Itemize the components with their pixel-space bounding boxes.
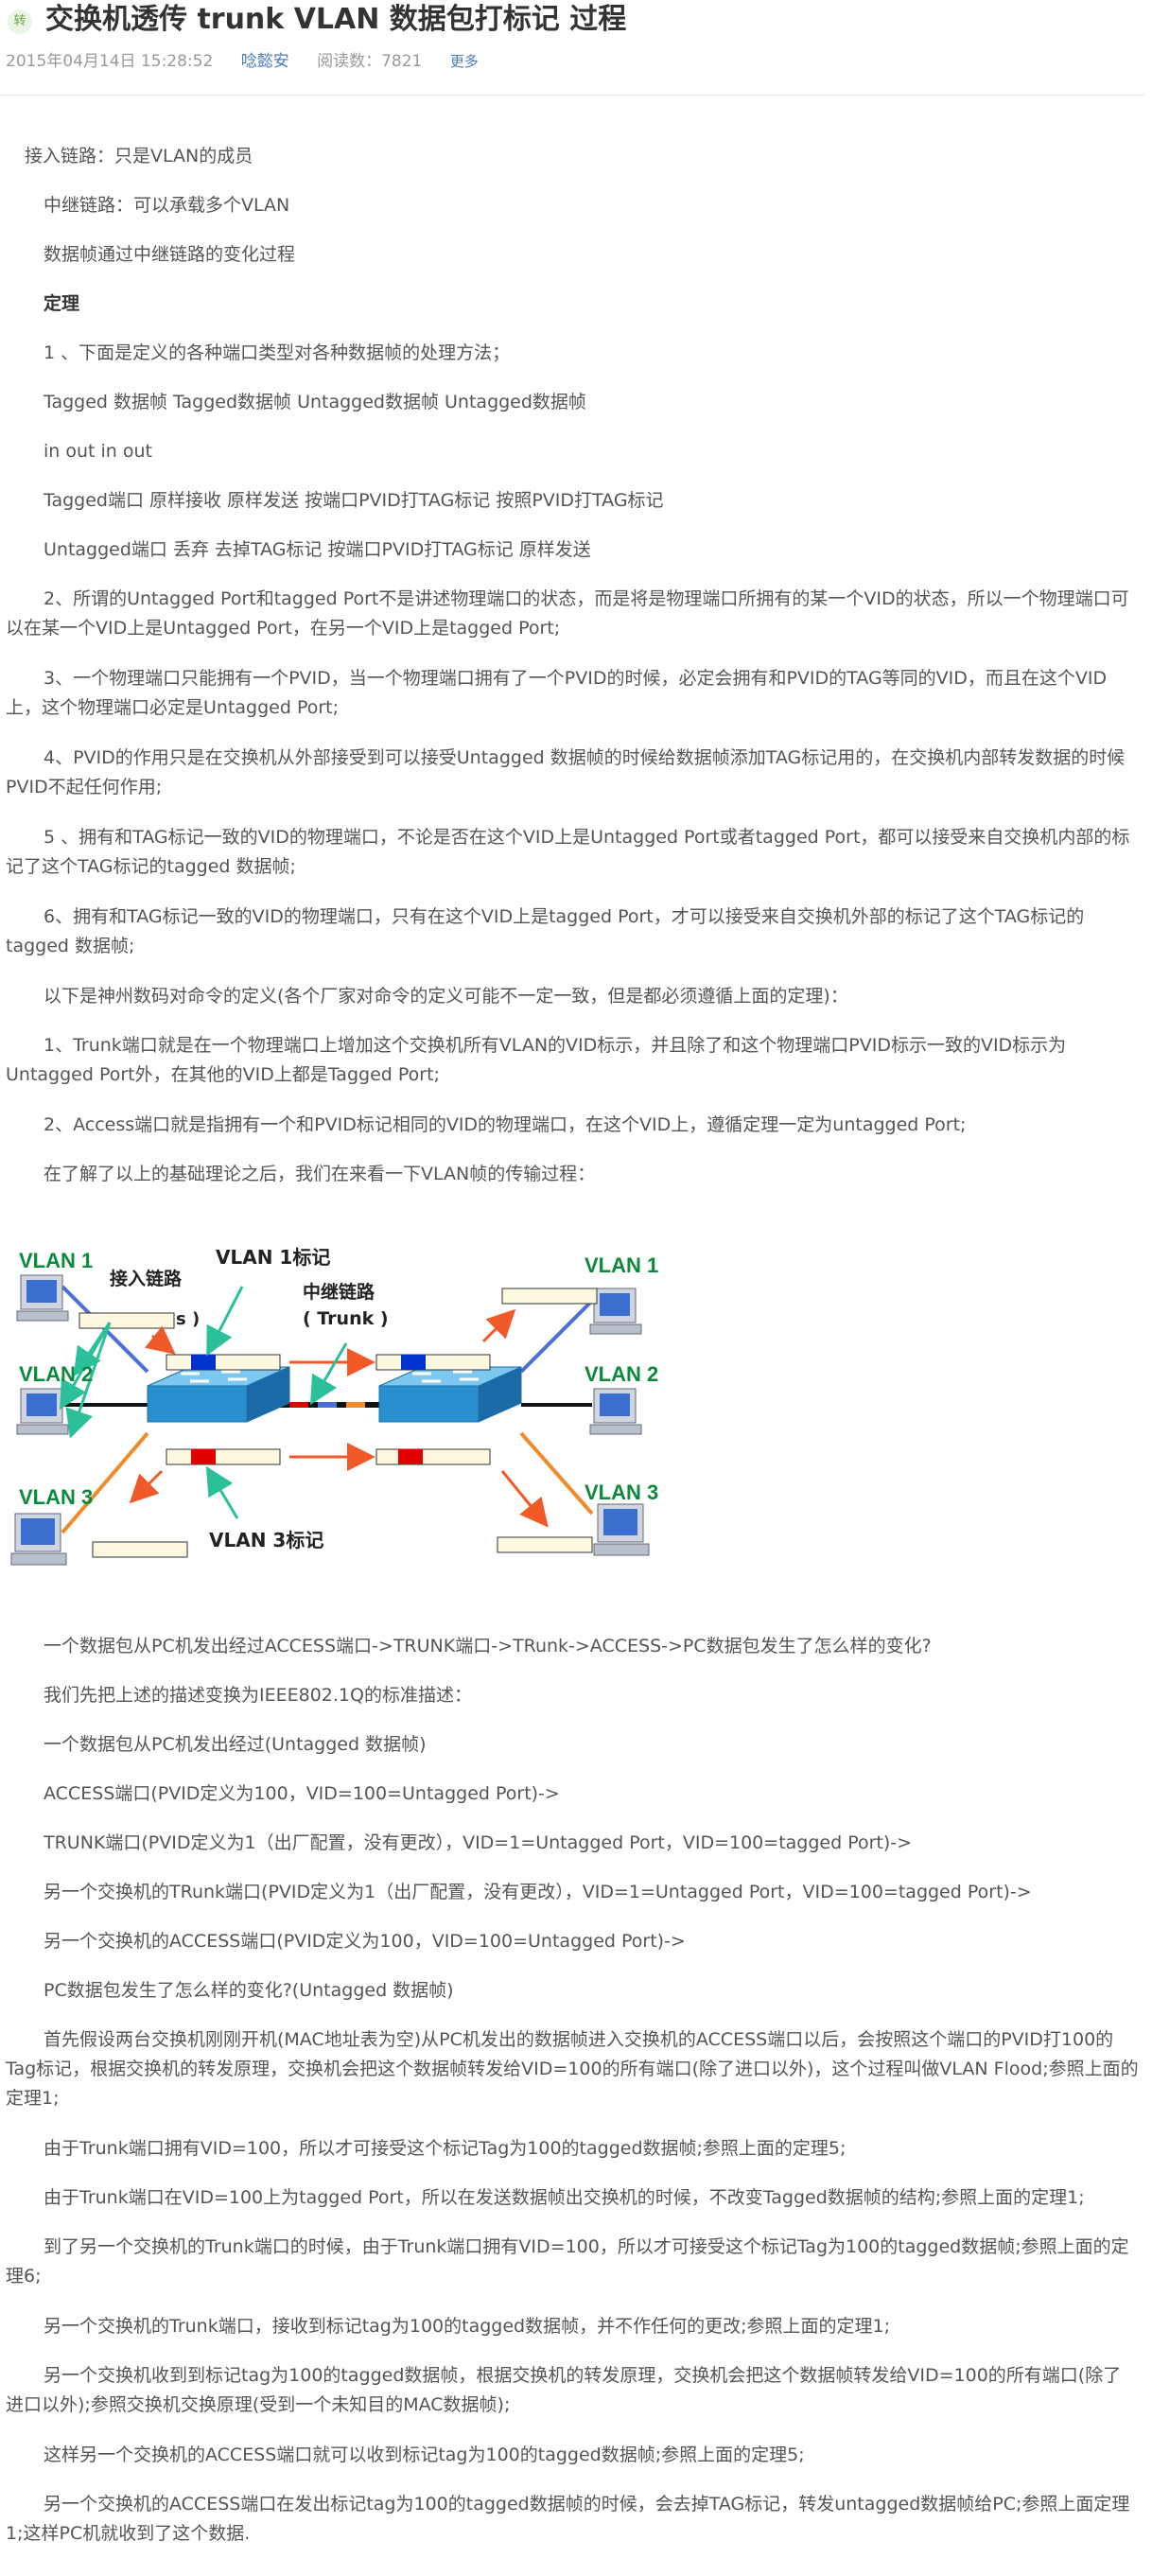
- link-vlan3-left: [61, 1431, 149, 1534]
- switch-right: [378, 1366, 522, 1423]
- paragraph: 3、一个物理端口只能拥有一个PVID，当一个物理端口拥有了一个PVID的时候，必…: [6, 668, 1108, 718]
- label-trunk-link: 中继链路: [303, 1281, 375, 1303]
- vlan-trunk-diagram: VLAN 1 VLAN 2 VLAN 3 VLAN 1 VLAN 2 VLAN …: [10, 1246, 658, 1566]
- paragraph: 中继链路：可以承载多个VLAN: [44, 195, 290, 216]
- label-vlan1-tag: VLAN 1标记: [216, 1246, 330, 1269]
- paragraph: 2、所谓的Untagged Port和tagged Port不是讲述物理端口的状…: [6, 588, 1129, 639]
- pc-vlan1-left-icon: [16, 1274, 69, 1322]
- more-link[interactable]: 更多: [449, 53, 479, 70]
- author-link[interactable]: 唸懿安: [240, 52, 289, 71]
- header-divider: [0, 95, 1144, 96]
- paragraph: Tagged 数据帧 Tagged数据帧 Untagged数据帧 Untagge…: [44, 392, 586, 412]
- label-vlan3-right: VLAN 3: [585, 1481, 658, 1504]
- paragraph: 另一个交换机的Trunk端口，接收到标记tag为100的tagged数据帧，并不…: [44, 2316, 890, 2337]
- paragraph: 这样另一个交换机的ACCESS端口就可以收到标记tag为100的tagged数据…: [44, 2445, 805, 2465]
- paragraph: 另一个交换机的ACCESS端口在发出标记tag为100的tagged数据帧的时候…: [6, 2494, 1130, 2544]
- label-access-link-tail: s ): [176, 1309, 200, 1329]
- paragraph: 2、Access端口就是指拥有一个和PVID标记相同的VID的物理端口，在这个V…: [44, 1114, 967, 1135]
- paragraph: 6、拥有和TAG标记一致的VID的物理端口，只有在这个VID上是tagged P…: [6, 906, 1085, 956]
- paragraph: 1、Trunk端口就是在一个物理端口上增加这个交换机所有VLAN的VID标示，并…: [6, 1035, 1067, 1085]
- pc-vlan2-left-icon: [16, 1388, 69, 1435]
- paragraph: in out in out: [44, 441, 152, 462]
- article-title: 交换机透传 trunk VLAN 数据包打标记 过程: [45, 3, 627, 36]
- paragraph: 接入链路：只是VLAN的成员: [25, 146, 253, 166]
- link-vlan1-right: [519, 1299, 594, 1374]
- read-count: 阅读数：7821: [317, 52, 423, 71]
- paragraph: TRUNK端口(PVID定义为1（出厂配置，没有更改），VID=1=Untagg…: [44, 1832, 913, 1853]
- paragraph: 另一个交换机收到到标记tag为100的tagged数据帧，根据交换机的转发原理，…: [6, 2365, 1122, 2415]
- link-vlan3-right: [519, 1431, 594, 1516]
- paragraph: 一个数据包从PC机发出经过(Untagged 数据帧): [44, 1734, 427, 1755]
- paragraph: PC数据包发生了怎么样的变化?(Untagged 数据帧): [44, 1980, 454, 2001]
- paragraph: 到了另一个交换机的Trunk端口的时候，由于Trunk端口拥有VID=100，所…: [6, 2236, 1129, 2287]
- publish-date: 2015年04月14日 15:28:52: [6, 52, 214, 71]
- paragraph: 另一个交换机的ACCESS端口(PVID定义为100，VID=100=Untag…: [44, 1931, 686, 1952]
- paragraph: 我们先把上述的描述变换为IEEE802.1Q的标准描述：: [44, 1685, 472, 1706]
- label-vlan1-left: VLAN 1: [19, 1249, 93, 1272]
- label-vlan2-right: VLAN 2: [585, 1362, 658, 1386]
- pc-vlan2-right-icon: [589, 1388, 642, 1435]
- paragraph: 另一个交换机的TRunk端口(PVID定义为1（出厂配置，没有更改），VID=1…: [44, 1882, 1032, 1902]
- section-heading: 定理: [44, 293, 80, 314]
- paragraph: ACCESS端口(PVID定义为100，VID=100=Untagged Por…: [44, 1783, 560, 1804]
- paragraph: 一个数据包从PC机发出经过ACCESS端口->TRUNK端口->TRunk->A…: [44, 1636, 932, 1656]
- label-vlan1-right: VLAN 1: [585, 1253, 658, 1277]
- article-meta: 2015年04月14日 15:28:52 唸懿安 阅读数：7821 更多: [6, 50, 501, 73]
- paragraph: 由于Trunk端口拥有VID=100，所以才可接受这个标记Tag为100的tag…: [44, 2138, 847, 2159]
- pc-vlan1-right-icon: [589, 1288, 642, 1335]
- paragraph: Tagged端口 原样接收 原样发送 按端口PVID打TAG标记 按照PVID打…: [44, 490, 664, 511]
- label-trunk-sub: ( Trunk ): [303, 1308, 389, 1329]
- reprint-badge: 转: [8, 9, 32, 34]
- paragraph: 在了解了以上的基础理论之后，我们在来看一下VLAN帧的传输过程：: [44, 1164, 596, 1184]
- label-vlan2-left: VLAN 2: [19, 1362, 93, 1386]
- pc-vlan3-left-icon: [10, 1513, 67, 1566]
- paragraph: 5 、拥有和TAG标记一致的VID的物理端口，不论是否在这个VID上是Untag…: [6, 827, 1130, 877]
- paragraph: Untagged端口 丢弃 去掉TAG标记 按端口PVID打TAG标记 原样发送: [44, 539, 591, 560]
- paragraph: 4、PVID的作用只是在交换机从外部接受到可以接受Untagged 数据帧的时候…: [6, 747, 1126, 797]
- paragraph: 由于Trunk端口在VID=100上为tagged Port，所以在发送数据帧出…: [44, 2187, 1085, 2208]
- paragraph: 1 、下面是定义的各种端口类型对各种数据帧的处理方法；: [44, 342, 511, 363]
- label-vlan3-left: VLAN 3: [19, 1485, 93, 1509]
- frame-box: [79, 1288, 598, 1558]
- switch-left: [147, 1366, 290, 1423]
- pc-vlan3-right-icon: [593, 1503, 650, 1556]
- paragraph: 首先假设两台交换机刚刚开机(MAC地址表为空)从PC机发出的数据帧进入交换机的A…: [6, 2029, 1139, 2109]
- paragraph: 数据帧通过中继链路的变化过程: [44, 244, 296, 265]
- label-vlan3-tag: VLAN 3标记: [209, 1529, 323, 1551]
- paragraph: 以下是神州数码对命令的定义(各个厂家对命令的定义可能不一定一致，但是都必须遵循上…: [44, 986, 848, 1007]
- label-access-link: 接入链路: [110, 1268, 183, 1289]
